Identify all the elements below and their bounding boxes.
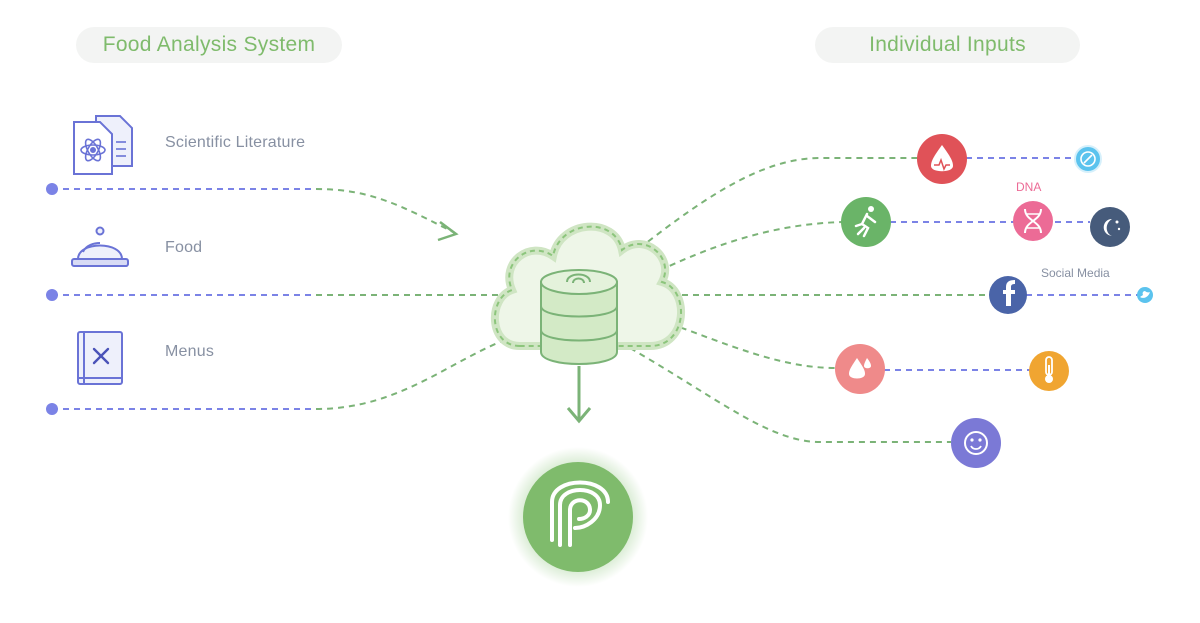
left-arrowhead xyxy=(437,221,459,242)
food-cloche-icon xyxy=(71,226,129,267)
brand-logo-icon xyxy=(508,447,648,587)
food-analysis-header: Food Analysis System xyxy=(76,27,342,63)
dna-label: DNA xyxy=(1016,180,1042,194)
scientific-literature-icon xyxy=(73,115,133,175)
left-endpoint-dots xyxy=(46,183,58,415)
facebook-icon xyxy=(989,276,1027,314)
left-connector-lines xyxy=(52,188,316,410)
compass-icon xyxy=(1074,145,1102,173)
source-label-menus: Menus xyxy=(165,343,215,360)
thermometer-icon xyxy=(1029,351,1069,391)
hydration-icon xyxy=(835,344,885,394)
output-arrow xyxy=(566,366,592,424)
activity-runner-icon xyxy=(841,197,891,247)
menu-book-icon xyxy=(77,331,123,385)
source-label-scientific-literature: Scientific Literature xyxy=(165,134,306,151)
cloud-database-icon xyxy=(490,222,685,365)
individual-inputs-header: Individual Inputs xyxy=(815,27,1080,63)
left-flow-curves xyxy=(315,188,511,410)
right-connector-lines xyxy=(884,157,1138,371)
right-flow-curves xyxy=(621,157,990,443)
mood-smiley-icon xyxy=(951,418,1001,468)
dna-icon xyxy=(1013,201,1053,241)
blood-drop-icon xyxy=(917,134,967,184)
twitter-icon xyxy=(1137,287,1153,303)
social-media-label: Social Media xyxy=(1041,266,1110,280)
source-label-food: Food xyxy=(165,239,203,256)
sleep-icon xyxy=(1090,207,1130,247)
